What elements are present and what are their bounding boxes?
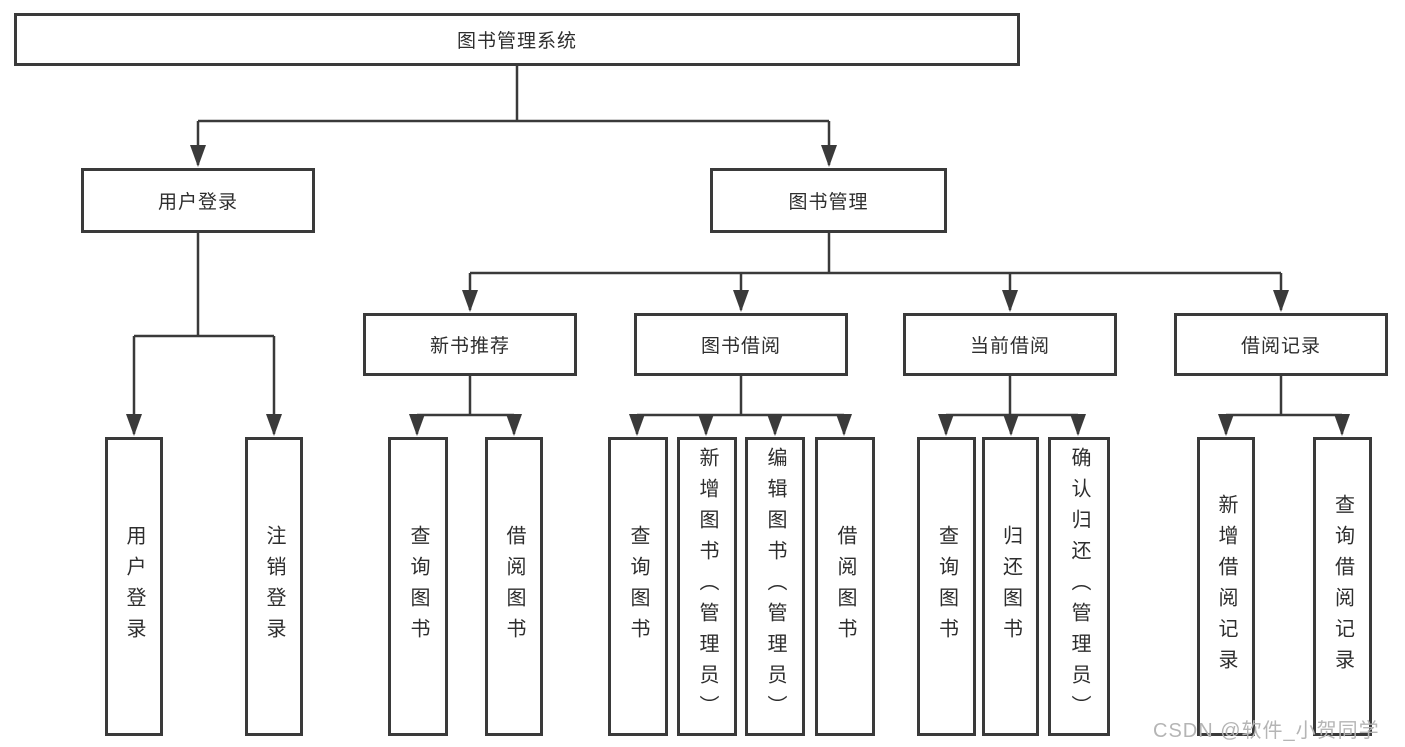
node-book-borrow-label: 图书借阅 [700,336,781,357]
leaf-bb-query-books: 查询图书 [608,437,668,736]
node-borrow-records: 借阅记录 [1174,313,1388,376]
leaf-nbr-borrow-books-label: 借阅图书 [503,524,525,649]
node-book-mgmt: 图书管理 [710,168,947,233]
leaf-user-login-label: 用户登录 [123,524,145,649]
leaf-cb-return-books-label: 归还图书 [999,524,1022,649]
leaf-user-login: 用户登录 [105,437,163,736]
node-current-borrow: 当前借阅 [903,313,1117,376]
leaf-nbr-borrow-books: 借阅图书 [485,437,543,736]
node-current-borrow-label: 当前借阅 [969,336,1050,357]
leaf-cb-confirm-return-admin: 确认归还（管理员） [1048,437,1110,736]
leaf-cb-query-books: 查询图书 [917,437,976,736]
node-book-mgmt-label: 图书管理 [788,192,869,213]
leaf-logout: 注销登录 [245,437,303,736]
leaf-bb-edit-books-admin-label: 编辑图书（管理员） [764,447,786,726]
leaf-br-query-record: 查询借阅记录 [1313,437,1372,736]
leaf-nbr-query-books: 查询图书 [388,437,448,736]
leaf-logout-label: 注销登录 [263,524,285,649]
node-borrow-records-label: 借阅记录 [1240,336,1321,357]
leaf-bb-borrow-books-label: 借阅图书 [834,524,856,649]
node-root-label: 图书管理系统 [456,31,577,52]
leaf-br-add-record: 新增借阅记录 [1197,437,1255,736]
leaf-cb-return-books: 归还图书 [982,437,1039,736]
leaf-bb-add-books-admin: 新增图书（管理员） [677,437,737,736]
node-new-book-rec-label: 新书推荐 [429,336,510,357]
leaf-bb-edit-books-admin: 编辑图书（管理员） [745,437,805,736]
node-user-login-label: 用户登录 [157,192,238,213]
watermark: CSDN @软件_小贺同学 [1153,720,1380,742]
leaf-bb-borrow-books: 借阅图书 [815,437,875,736]
leaf-br-add-record-label: 新增借阅记录 [1215,493,1237,680]
leaf-nbr-query-books-label: 查询图书 [407,524,429,649]
leaf-bb-query-books-label: 查询图书 [627,524,649,649]
leaf-bb-add-books-admin-label: 新增图书（管理员） [696,447,718,726]
node-user-login: 用户登录 [81,168,315,233]
node-new-book-rec: 新书推荐 [363,313,577,376]
leaf-br-query-record-label: 查询借阅记录 [1331,493,1354,680]
node-book-borrow: 图书借阅 [634,313,848,376]
leaf-cb-query-books-label: 查询图书 [935,524,958,649]
leaf-cb-confirm-return-admin-label: 确认归还（管理员） [1068,447,1090,726]
node-root: 图书管理系统 [14,13,1020,66]
